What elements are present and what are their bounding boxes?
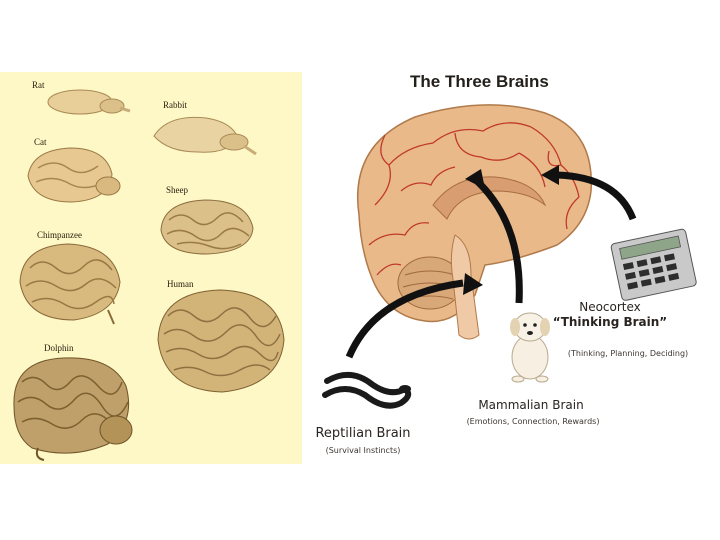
- mammalian-brain-detail: (Emotions, Connection, Rewards): [466, 417, 600, 426]
- sheep-brain-image: [160, 199, 254, 255]
- neocortex-label: Neocortex: [579, 300, 641, 314]
- rat-brain-image: [47, 89, 131, 115]
- label-human: Human: [167, 279, 194, 289]
- puppy-icon: [510, 312, 550, 383]
- label-cat: Cat: [34, 137, 47, 147]
- pathway-arrows: [345, 165, 637, 359]
- three-brains-illustration: [322, 104, 697, 409]
- human-brain-image: [157, 289, 285, 393]
- mammalian-brain-label: Mammalian Brain: [478, 398, 584, 412]
- chimpanzee-brain-image: [19, 243, 121, 325]
- label-rat: Rat: [32, 80, 45, 90]
- label-dolphin: Dolphin: [44, 343, 74, 353]
- label-rabbit: Rabbit: [163, 100, 187, 110]
- species-brain-comparison-panel: Rat Rabbit Cat Sheep Chimpanzee Human: [0, 72, 302, 464]
- dolphin-brain-image: [13, 357, 133, 461]
- rabbit-brain-image: [153, 116, 257, 156]
- label-sheep: Sheep: [166, 185, 188, 195]
- neocortex-detail: (Thinking, Planning, Deciding): [567, 349, 689, 358]
- reptilian-brain-label: Reptilian Brain: [315, 426, 411, 441]
- reptilian-brain-detail: (Survival Instincts): [325, 446, 401, 455]
- snake-icon: [322, 372, 412, 409]
- calculator-icon: [610, 228, 697, 301]
- label-chimpanzee: Chimpanzee: [37, 230, 82, 240]
- neocortex-subtitle: “Thinking Brain”: [552, 315, 668, 329]
- diagram-title: The Three Brains: [410, 72, 549, 91]
- cat-brain-image: [27, 147, 121, 203]
